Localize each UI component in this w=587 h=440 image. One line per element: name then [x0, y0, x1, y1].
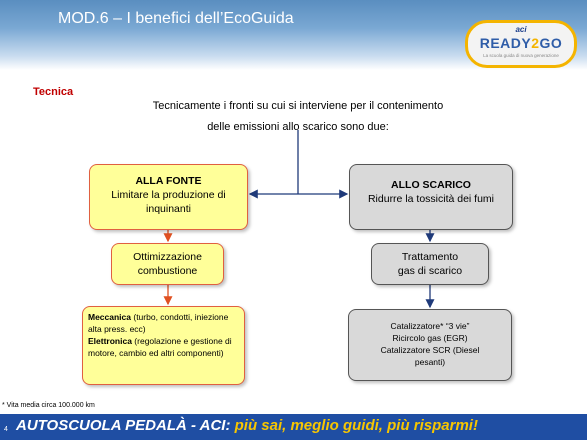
box-catalizzatori-line-2: Ricircolo gas (EGR) [392, 333, 468, 343]
meccanica-label: Meccanica [88, 312, 131, 322]
footer-banner: 4 AUTOSCUOLA PEDALÀ - ACI: più sai, megl… [0, 414, 587, 440]
box-trattamento: Trattamento gas di scarico [371, 243, 489, 285]
box-catalizzatori-line-3: Catalizzatore SCR (Diesel [380, 345, 480, 355]
logo-aci-mark: aci [515, 25, 527, 34]
box-allo-scarico-line-1: Ridurre la tossicità dei fumi [367, 193, 495, 205]
section-label: Tecnica [33, 86, 74, 98]
logo-brand-a: READY [479, 35, 532, 51]
logo-brand-b: 2 [531, 35, 540, 51]
intro-text: Tecnicamente i fronti su cui si intervie… [128, 96, 468, 138]
box-allo-scarico: ALLO SCARICO Ridurre la tossicità dei fu… [349, 164, 513, 230]
box-alla-fonte: ALLA FONTE Limitare la produzione di inq… [89, 164, 248, 230]
footer-text: AUTOSCUOLA PEDALÀ - ACI: più sai, meglio… [16, 417, 478, 434]
box-ottimizzazione-line-1: Ottimizzazione [133, 251, 202, 263]
intro-line-2: delle emissioni allo scarico sono due: [207, 121, 389, 133]
box-catalizzatori-line-4: pesanti) [414, 357, 446, 367]
box-trattamento-line-1: Trattamento [401, 251, 459, 263]
logo-tagline: La scuola guida di nuova generazione [483, 53, 559, 58]
box-ottimizzazione-line-2: combustione [137, 265, 198, 277]
logo-brand-c: GO [539, 35, 563, 51]
box-catalizzatori: Catalizzatore* “3 vie” Ricircolo gas (EG… [348, 309, 512, 381]
box-meccanica-elettronica: Meccanica (turbo, condotti, iniezione al… [82, 306, 245, 385]
box-ottimizzazione: Ottimizzazione combustione [111, 243, 224, 285]
slide-title: MOD.6 – I benefici dell’EcoGuida [58, 10, 294, 27]
intro-line-1: Tecnicamente i fronti su cui si intervie… [152, 100, 444, 112]
box-alla-fonte-line-2: inquinanti [146, 203, 191, 215]
elettronica-label: Elettronica [88, 336, 132, 346]
box-alla-fonte-line-1: Limitare la produzione di [111, 189, 226, 201]
footnote: * Vita media circa 100.000 km [2, 402, 95, 409]
logo-brand: READY2GO [468, 35, 574, 51]
footer-school: AUTOSCUOLA PEDALÀ - ACI: [16, 417, 235, 434]
elettronica-text: (regolazione e gestione di motore, cambi… [88, 336, 232, 358]
box-catalizzatori-line-1: Catalizzatore* “3 vie” [390, 321, 470, 331]
meccanica-text: (turbo, condotti, iniezione alta press. … [88, 312, 229, 334]
box-allo-scarico-title: ALLO SCARICO [391, 179, 471, 191]
box-trattamento-line-2: gas di scarico [397, 265, 463, 277]
page-number: 4 [4, 426, 8, 433]
ready2go-logo: aci READY2GO La scuola guida di nuova ge… [465, 20, 577, 68]
footer-slogan: più sai, meglio guidi, più risparmi! [234, 417, 478, 434]
box-alla-fonte-title: ALLA FONTE [135, 175, 202, 187]
